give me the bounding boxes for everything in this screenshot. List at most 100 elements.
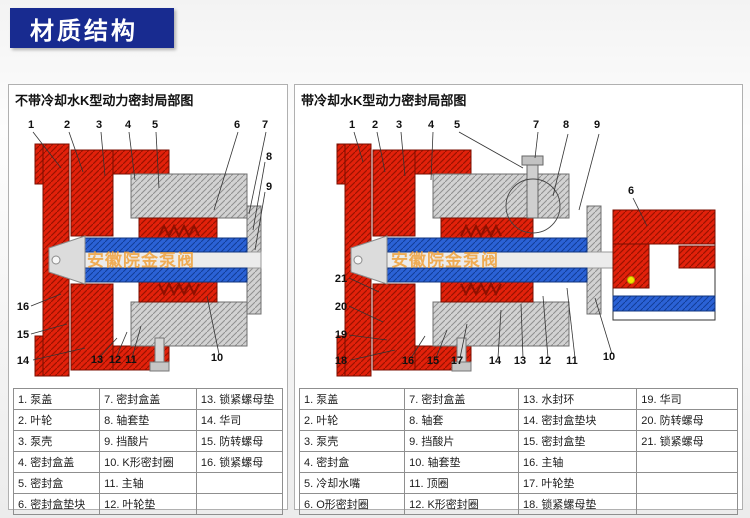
suction-flange-top (34, 143, 44, 185)
shaft-sleeve-bottom (386, 267, 588, 283)
right-pump-diagram: 安徽院金泵阀 1 2 3 4 5 7 8 (335, 119, 716, 377)
legend-cell (636, 472, 738, 494)
k-seal-rings-top (460, 223, 502, 239)
legend-cell: 14. 密封盒垫块 (517, 409, 638, 431)
legend-cell: 13. 水封环 (517, 388, 638, 410)
watermark-text: 安徽院金泵阀 (391, 250, 499, 270)
callout-label: 10 (211, 352, 223, 364)
seal-box-bottom (130, 301, 248, 347)
callout-label: 2 (372, 119, 378, 131)
cooling-water-nozzle (526, 163, 539, 219)
leader-lines (30, 131, 267, 361)
detail-sleeve-blue (612, 295, 716, 312)
pump-cross-section (336, 143, 614, 377)
legend-row: 2. 叶轮 8. 轴套垫 14. 华司 (12, 409, 284, 431)
legend-cell: 18. 锁紧螺母垫 (517, 493, 638, 515)
callout-label: 8 (563, 119, 569, 131)
legend-cell: 6. O形密封圈 (298, 493, 406, 515)
legend-cell: 5. 冷却水嘴 (298, 472, 406, 494)
watermark-text: 安徽院金泵阀 (87, 250, 195, 270)
o-ring-dot (627, 276, 635, 284)
callout-label: 13 (514, 355, 526, 367)
callout-label: 9 (266, 181, 272, 193)
impeller-top (372, 149, 416, 237)
drain-bolt-head (451, 361, 472, 372)
shaft-sleeve-top (386, 237, 588, 253)
cooling-nozzle-hex-head (521, 155, 544, 166)
legend-cell: 16. 主轴 (517, 451, 638, 473)
legend-cell: 7. 密封盒盖 (99, 388, 197, 410)
legend-cell: 16. 锁紧螺母 (195, 451, 284, 473)
legend-cell: 11. 顶圈 (404, 472, 519, 494)
suction-flange-bottom (34, 335, 44, 377)
callout-label: 12 (109, 354, 121, 366)
suction-flange-top (336, 143, 346, 185)
legend-cell: 7. 密封盒盖 (404, 388, 519, 410)
shaft-cone-tip (48, 235, 86, 285)
cone-tip-center (51, 255, 61, 265)
legend-cell: 4. 密封盒盖 (12, 451, 101, 473)
callout-label: 7 (533, 119, 539, 131)
legend-row: 2. 叶轮 8. 轴套 14. 密封盒垫块 20. 防转螺母 (298, 409, 738, 431)
legend-cell: 2. 叶轮 (298, 409, 406, 431)
legend-cell (636, 493, 738, 515)
legend-cell: 15. 防转螺母 (195, 430, 284, 452)
impeller-bottom (372, 283, 416, 371)
callout-label: 17 (451, 355, 463, 367)
shaft-sleeve-top (84, 237, 248, 253)
callout-label: 8 (266, 151, 272, 163)
callout-label: 6 (234, 119, 240, 131)
legend-row: 6. 密封盒垫块 12. 叶轮垫 (12, 493, 284, 515)
legend-cell: 20. 防转螺母 (636, 409, 738, 431)
callout-label: 5 (152, 119, 158, 131)
legend-cell: 5. 密封盒 (12, 472, 101, 494)
legend-cell: 12. K形密封圈 (404, 493, 519, 515)
suction-flange-bottom (336, 335, 346, 377)
diagram-panel-left: 不带冷却水K型动力密封局部图 (8, 84, 288, 515)
callout-label: 7 (262, 119, 268, 131)
leader-lines (348, 131, 648, 361)
callout-label: 1 (349, 119, 355, 131)
legend-cell: 11. 主轴 (99, 472, 197, 494)
detail-red-right (678, 245, 716, 269)
callout-label: 5 (454, 119, 460, 131)
left-diagram-title: 不带冷却水K型动力密封局部图 (15, 93, 194, 108)
legend-cell (195, 493, 284, 515)
legend-cell: 1. 泵盖 (298, 388, 406, 410)
legend-row: 3. 泵壳 9. 挡酸片 15. 密封盒垫 21. 锁紧螺母 (298, 430, 738, 452)
legend-row: 4. 密封盒盖 10. K形密封圈 16. 锁紧螺母 (12, 451, 284, 473)
drain-bolt-head (149, 361, 170, 372)
cone-tip-center (353, 255, 363, 265)
legend-cell: 4. 密封盒 (298, 451, 406, 473)
legend-row: 3. 泵壳 9. 挡酸片 15. 防转螺母 (12, 430, 284, 452)
k-seal-rings-bottom (460, 281, 502, 297)
casing-bridge-top (112, 149, 170, 175)
right-legend-table: 1. 泵盖 7. 密封盒盖 13. 水封环 19. 华司 2. 叶轮 8. 轴套… (298, 388, 738, 515)
section-title: 材质结构 (30, 17, 138, 45)
callout-label: 12 (539, 355, 551, 367)
legend-row: 5. 密封盒 11. 主轴 (12, 472, 284, 494)
shaft-cone-tip (350, 235, 388, 285)
callout-label: 14 (489, 355, 502, 367)
callout-label: 11 (125, 354, 137, 366)
callout-label: 6 (628, 185, 634, 197)
seal-box-top (130, 173, 248, 219)
callout-label: 10 (603, 351, 615, 363)
legend-cell: 1. 泵盖 (12, 388, 101, 410)
legend-cell: 3. 泵壳 (12, 430, 101, 452)
legend-row: 5. 冷却水嘴 11. 顶圈 17. 叶轮垫 (298, 472, 738, 494)
seal-box-top (432, 173, 570, 219)
drain-bolt (154, 337, 165, 365)
callout-label: 19 (335, 329, 347, 341)
callout-label: 20 (335, 301, 347, 313)
seal-box-bottom (432, 301, 570, 347)
callout-label: 9 (594, 119, 600, 131)
callout-label: 3 (396, 119, 402, 131)
legend-cell: 8. 轴套垫 (99, 409, 197, 431)
legend-cell (636, 451, 738, 473)
callout-label: 11 (566, 355, 578, 367)
right-diagram-title: 带冷却水K型动力密封局部图 (301, 93, 467, 108)
callout-label: 18 (335, 355, 347, 367)
callout-label: 13 (91, 354, 103, 366)
